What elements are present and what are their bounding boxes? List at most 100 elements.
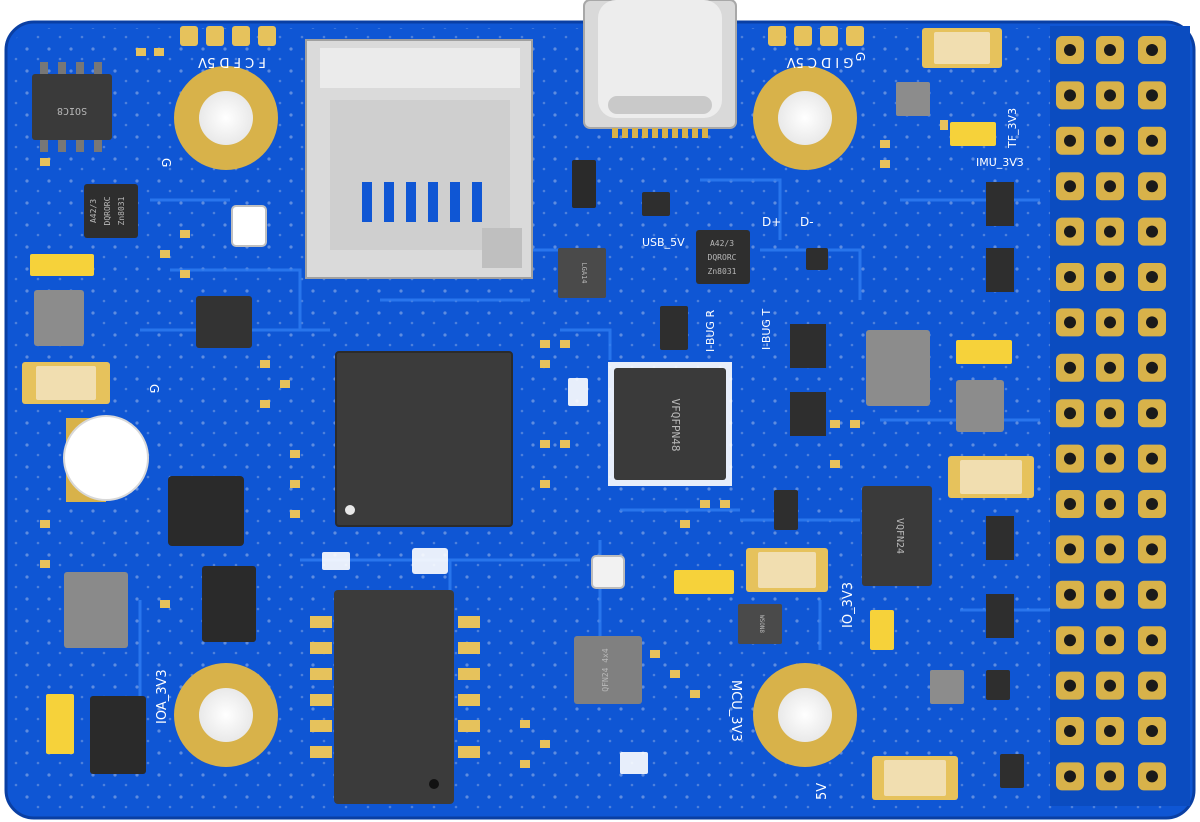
a42-left-line2: DQRORC	[103, 196, 112, 225]
gray-module-top	[896, 82, 930, 116]
qfn24-label: QFN24 4x4	[601, 648, 610, 692]
mcu-main-chip	[335, 351, 513, 527]
header-pin-hole	[1064, 498, 1076, 510]
header-pin-hole	[1104, 180, 1116, 193]
small-chip-sot2	[774, 490, 798, 530]
header-pin-hole	[1146, 89, 1158, 102]
soic8-label: SOIC8	[57, 105, 87, 116]
a42-chip-left: A42/3 DQRORC Zn8031	[84, 184, 138, 238]
mount-hole-bl	[174, 663, 278, 767]
a42-left-line3: Zn8031	[117, 196, 126, 225]
small-chip-sot	[660, 306, 688, 350]
gray-module-right1	[866, 330, 930, 406]
header-pin-hole	[1064, 407, 1076, 420]
silk-d-plus: D+	[762, 215, 781, 229]
pressure-sensor[interactable]	[591, 555, 625, 589]
vqfn24-label: VQFN24	[894, 518, 905, 554]
silk-g-1: G	[159, 158, 173, 167]
header-pin-hole	[1146, 725, 1158, 737]
header-pin-hole	[1064, 89, 1076, 102]
header-pin-hole	[1104, 89, 1116, 102]
mount-hole-tl	[174, 66, 278, 170]
header-pin-hole	[1146, 134, 1158, 147]
header-pin-hole	[1146, 361, 1158, 374]
header-pin-hole	[1104, 134, 1116, 147]
white-switch[interactable]	[231, 205, 267, 247]
a42-left-line1: A42/3	[89, 199, 98, 223]
header-pin-hole	[1146, 770, 1158, 783]
header-pin-hole	[1064, 725, 1076, 737]
silk-top-left-header: F C F D 5V	[198, 54, 266, 69]
header-pin-hole	[1104, 225, 1116, 238]
silk-top-right-header: G I D C 5V	[787, 54, 854, 69]
diode-top	[572, 160, 596, 208]
silk-i-bug-t: I-BUG T	[760, 309, 773, 350]
silk-g-2: G	[147, 384, 161, 393]
flash-sop-chip	[310, 590, 480, 804]
small-chip-sot6	[806, 248, 828, 270]
header-pin-hole	[1104, 498, 1116, 510]
header-pin-hole	[1064, 770, 1076, 783]
pin-header-right[interactable]	[1050, 26, 1190, 806]
small-chip-sot4	[1000, 754, 1024, 788]
header-pin-hole	[1104, 271, 1116, 283]
header-pin-hole	[1104, 452, 1116, 465]
gray-module-bottom	[930, 670, 964, 704]
header-pin-hole	[1104, 725, 1116, 737]
header-pin-hole	[1104, 770, 1116, 783]
silk-g-3: G	[853, 52, 867, 61]
header-pin-hole	[1146, 588, 1158, 601]
header-pin-hole	[1064, 44, 1076, 56]
silk-i-bug-r: I-BUG R	[704, 310, 717, 352]
wson8-label: WSON8	[758, 615, 765, 633]
a42-chip-mid: A42/3 DQRORC Zn8031	[696, 230, 750, 284]
header-pin-hole	[1104, 588, 1116, 601]
lga14-label: LGA14	[580, 262, 588, 283]
qfn24-chip: QFN24 4x4	[574, 636, 642, 704]
mount-hole-tr	[753, 66, 857, 170]
qfn-chip-left	[168, 476, 244, 546]
header-pin-hole	[1146, 316, 1158, 329]
silk-tf-3v3: TF_3V3	[1006, 108, 1019, 149]
header-pin-hole	[1146, 498, 1158, 510]
top-right-header-pads[interactable]	[768, 26, 864, 46]
header-pin-hole	[1104, 634, 1116, 647]
header-pin-hole	[1064, 361, 1076, 374]
wson8-chip: WSON8	[738, 604, 782, 644]
header-pin-hole	[1104, 316, 1116, 329]
silk-5v-bottom: 5V	[815, 783, 830, 800]
header-pin-hole	[1064, 588, 1076, 601]
a42-mid-line1: A42/3	[710, 239, 734, 248]
coin-cell	[63, 415, 149, 502]
header-pin-hole	[1064, 543, 1076, 556]
silk-io-3v3: IO_3V3	[841, 582, 856, 628]
mount-hole-br	[753, 663, 857, 767]
header-pin-hole	[1064, 679, 1076, 692]
header-pin-hole	[1064, 271, 1076, 283]
header-pin-hole	[1104, 679, 1116, 692]
silk-ioa-3v3: IOA_3V3	[155, 669, 170, 724]
header-pin-hole	[1146, 180, 1158, 193]
header-pin-hole	[1104, 44, 1116, 56]
header-pin-hole	[1146, 271, 1158, 283]
header-pin-hole	[1064, 225, 1076, 238]
header-pin-hole	[1146, 679, 1158, 692]
silkscreen-labels: F C F D 5V G I D C 5V G G G USB_5V D+ D-…	[147, 52, 1024, 800]
microsd-socket[interactable]	[305, 39, 533, 279]
header-pin-hole	[1104, 543, 1116, 556]
header-pin-hole	[1064, 634, 1076, 647]
header-pin-hole	[1146, 407, 1158, 420]
passive-components	[22, 28, 1034, 800]
header-pin-hole	[1146, 634, 1158, 647]
lga14-chip: LGA14	[558, 248, 606, 298]
usb-c-connector[interactable]	[583, 0, 737, 138]
header-pin-hole	[1064, 134, 1076, 147]
header-pin-hole	[1064, 180, 1076, 193]
top-left-header-pads[interactable]	[180, 26, 276, 46]
header-pin-hole	[1146, 225, 1158, 238]
header-pin-hole	[1064, 452, 1076, 465]
resistor-arrays	[790, 182, 1014, 638]
power-chip-left	[202, 566, 256, 642]
silk-mcu-3v3: MCU_3V3	[728, 680, 743, 742]
